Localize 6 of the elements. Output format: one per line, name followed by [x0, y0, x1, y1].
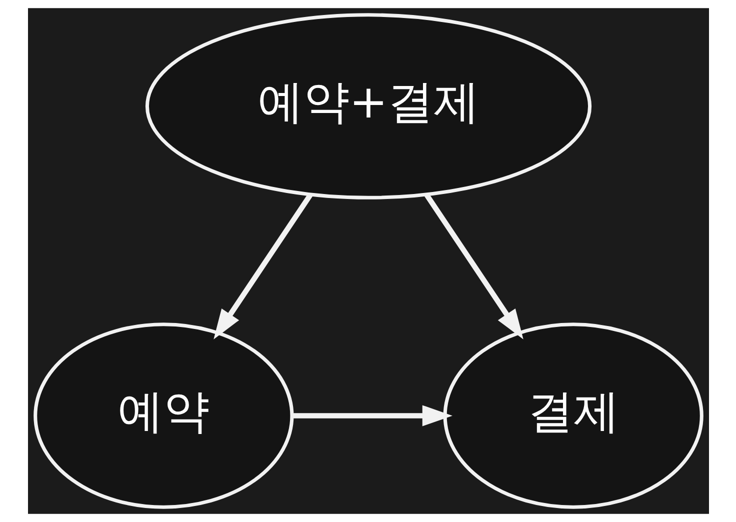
arrow [424, 193, 523, 340]
arrow [292, 405, 452, 426]
node-ellipse: 결제 [442, 322, 703, 509]
node-ellipse: 예약+결제 [144, 13, 592, 200]
arrow [213, 193, 312, 340]
node-ellipse: 예약 [33, 322, 294, 509]
